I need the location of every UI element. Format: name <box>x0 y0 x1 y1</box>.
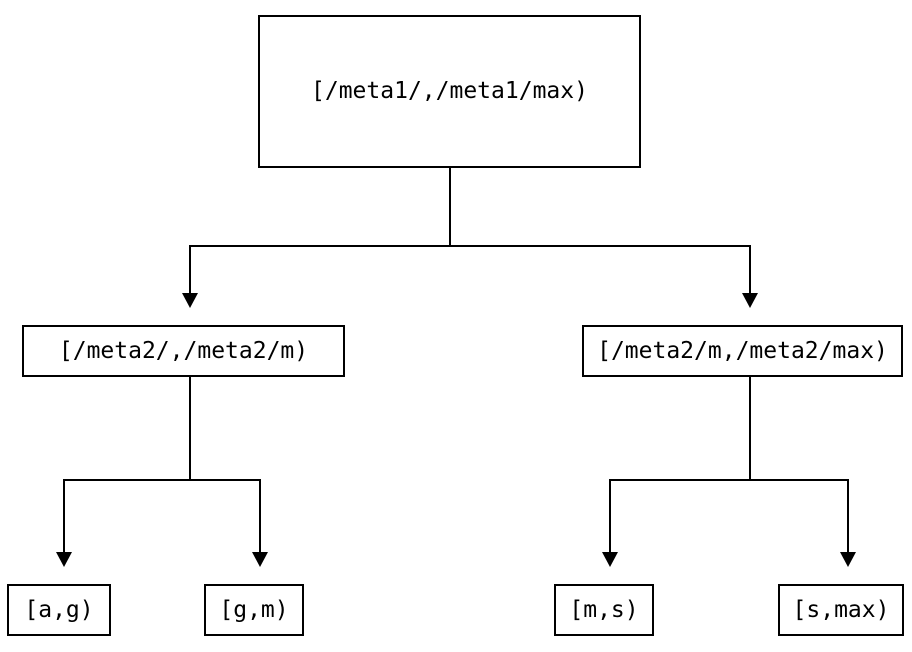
node-left-range: [/meta2/,/meta2/m) <box>22 325 345 377</box>
node-label: [a,g) <box>24 596 94 623</box>
arrow-down-icon <box>182 293 198 308</box>
node-leaf-smax: [s,max) <box>778 584 904 636</box>
arrow-down-icon <box>56 552 72 567</box>
node-leaf-ag: [a,g) <box>7 584 111 636</box>
node-label: [g,m) <box>219 596 289 623</box>
arrow-down-icon <box>252 552 268 567</box>
arrow-down-icon <box>742 293 758 308</box>
arrow-down-icon <box>840 552 856 567</box>
arrow-down-icon <box>602 552 618 567</box>
node-root-range: [/meta1/,/meta1/max) <box>258 15 641 168</box>
node-leaf-ms: [m,s) <box>554 584 654 636</box>
node-label: [s,max) <box>792 596 890 623</box>
node-label: [/meta2/m,/meta2/max) <box>597 337 888 364</box>
node-right-range: [/meta2/m,/meta2/max) <box>582 325 903 377</box>
node-label: [m,s) <box>569 596 639 623</box>
node-leaf-gm: [g,m) <box>204 584 304 636</box>
node-label: [/meta1/,/meta1/max) <box>311 78 588 104</box>
node-label: [/meta2/,/meta2/m) <box>58 337 309 364</box>
